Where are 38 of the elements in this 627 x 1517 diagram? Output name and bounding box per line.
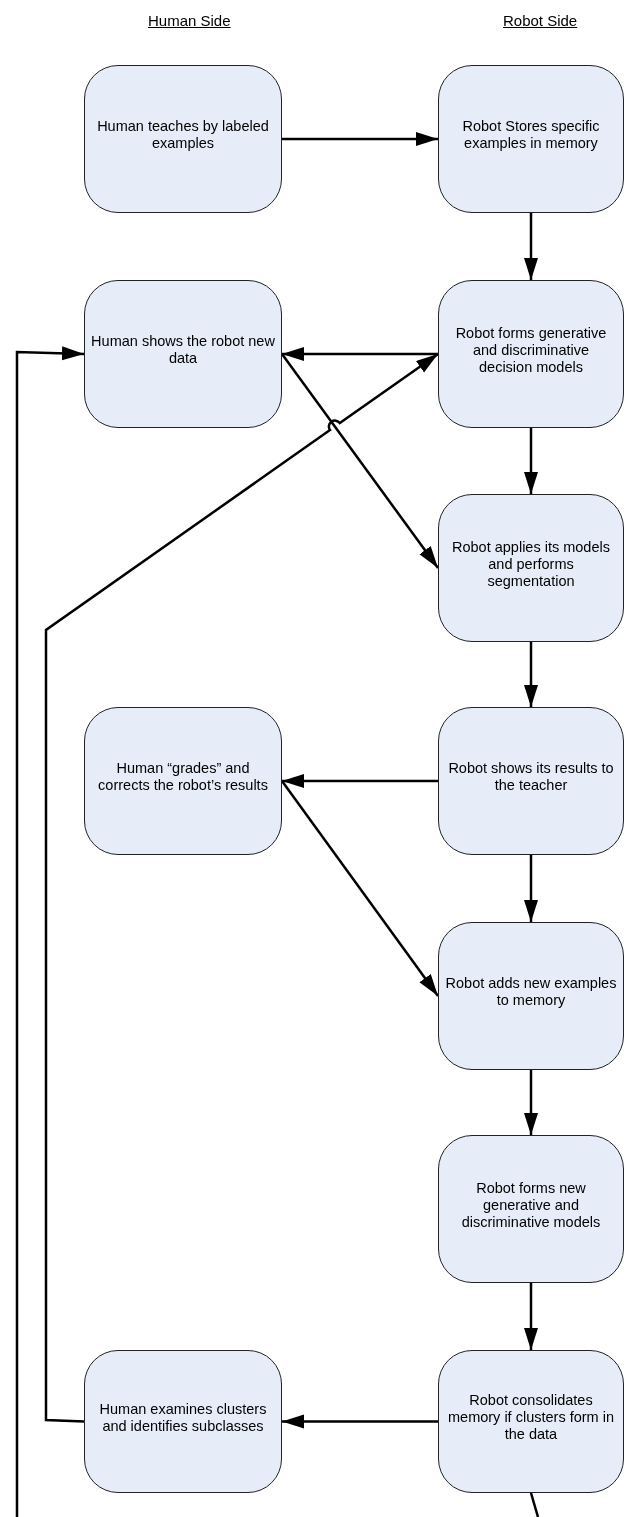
process-box: [84, 280, 282, 428]
box-text: Human “grades” and corrects the robot’s results: [97, 760, 269, 794]
arrow: [524, 855, 538, 922]
column-heading: Robot Side: [503, 12, 578, 29]
arrow: [524, 1283, 538, 1350]
arrow: [524, 213, 538, 280]
process-box: [84, 707, 282, 855]
process-box: [438, 494, 624, 642]
arrow: [15, 346, 85, 1517]
process-box: [438, 280, 624, 428]
arrow: [524, 1070, 538, 1135]
box-text: Robot consolidates memory if clusters form in the data: [447, 1392, 615, 1443]
arrow: [281, 780, 439, 997]
process-box: [438, 707, 624, 855]
process-box: [84, 65, 282, 213]
arrow: [282, 132, 438, 146]
column-heading: Human Side: [148, 12, 231, 29]
process-box: [438, 1135, 624, 1283]
arrow: [524, 642, 538, 707]
arrow: [44, 352, 439, 1423]
process-box: [438, 922, 624, 1070]
box-text: Robot forms new generative and discriminative models: [460, 1179, 602, 1231]
arrow: [282, 347, 438, 361]
arrow: [282, 1414, 438, 1429]
process-box: [438, 1350, 624, 1493]
box-text: Human examines clusters and identifies subclasses: [98, 1400, 268, 1435]
box-text: Human shows the robot new data: [91, 333, 275, 367]
box-text: Robot adds new examples to memory: [445, 975, 617, 1009]
box-text: Robot Stores specific examples in memory: [461, 118, 601, 152]
process-box: [438, 65, 624, 213]
box-text: Robot shows its results to the teacher: [447, 760, 615, 794]
box-text: Robot forms generative and discriminative decision models: [454, 324, 608, 376]
process-box: [84, 1350, 282, 1493]
box-text: Robot applies its models and performs segmentation: [451, 538, 611, 590]
box-text: Human teaches by labeled examples: [96, 118, 270, 152]
arrow: [524, 428, 538, 494]
arrow: [282, 774, 438, 788]
arrow: [281, 353, 439, 569]
